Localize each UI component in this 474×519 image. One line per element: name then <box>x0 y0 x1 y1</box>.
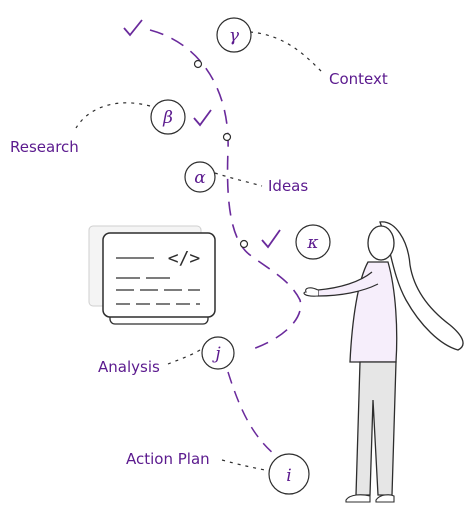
svg-text:i: i <box>286 466 291 486</box>
code-window-illustration: </> <box>88 225 216 325</box>
code-window <box>102 232 216 318</box>
node-beta: β <box>150 99 186 135</box>
label-analysis: Analysis <box>98 358 160 376</box>
label-action-plan: Action Plan <box>126 450 210 468</box>
svg-text:κ: κ <box>306 233 318 253</box>
label-context: Context <box>329 70 388 88</box>
ideas-connector <box>214 172 263 187</box>
hand <box>303 287 319 297</box>
label-research: Research <box>10 138 79 156</box>
svg-text:β: β <box>162 108 173 128</box>
waypoint-3 <box>239 239 249 249</box>
left-foot <box>345 494 371 503</box>
right-foot <box>375 494 395 503</box>
analysis-connector <box>167 349 201 365</box>
check-icon <box>193 109 212 127</box>
legs <box>355 361 397 496</box>
head <box>367 225 395 261</box>
node-kappa: κ <box>295 224 331 260</box>
svg-text:γ: γ <box>229 26 240 46</box>
waypoint-1 <box>193 59 203 69</box>
code-symbol-icon: </> <box>168 248 201 269</box>
hair <box>379 221 464 351</box>
svg-text:j: j <box>211 344 221 364</box>
node-alpha: α <box>184 161 216 193</box>
svg-text:α: α <box>194 168 206 188</box>
node-i: i <box>268 453 310 495</box>
context-connector <box>249 31 323 73</box>
research-connector <box>75 102 151 129</box>
label-ideas: Ideas <box>268 177 308 195</box>
check-icon <box>261 229 281 249</box>
node-j: j <box>201 336 235 370</box>
action-plan-connector <box>221 459 266 471</box>
check-icon <box>123 19 143 37</box>
node-gamma: γ <box>216 17 252 53</box>
waypoint-2 <box>222 132 232 142</box>
person-illustration <box>303 221 464 503</box>
lower-flow-path <box>227 371 276 456</box>
